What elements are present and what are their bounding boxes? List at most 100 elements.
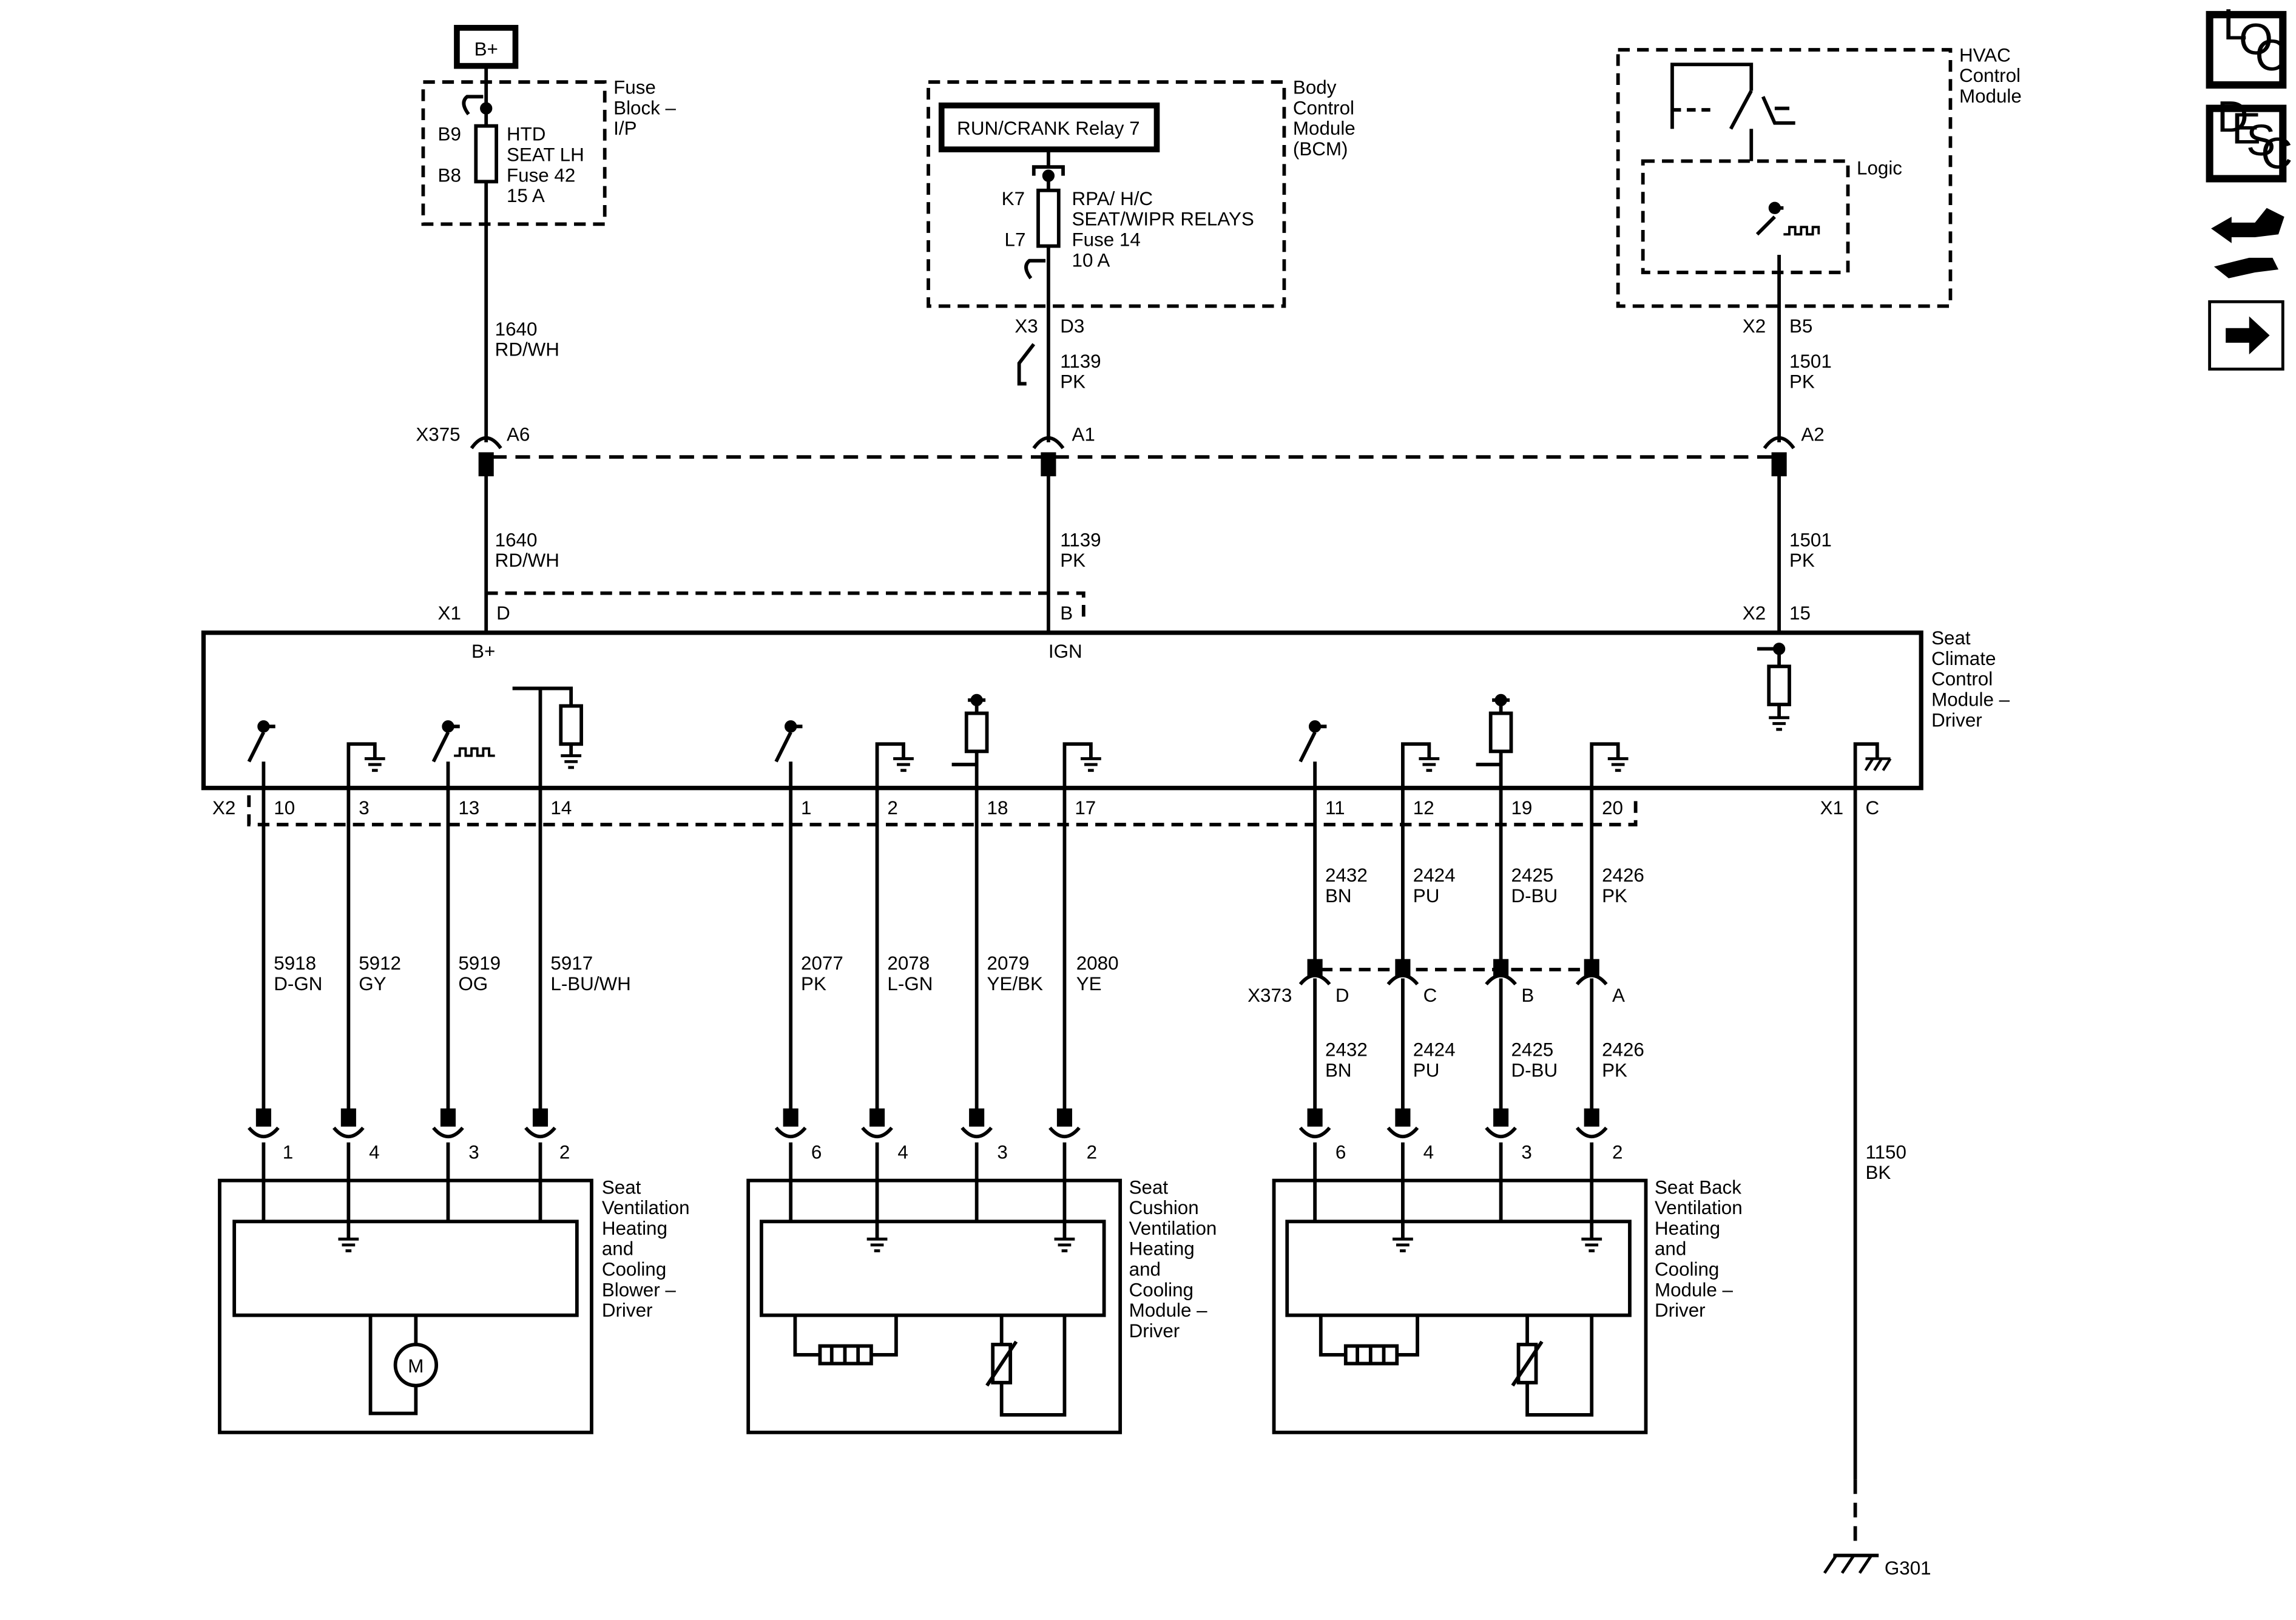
wire-2077-color: PK xyxy=(801,973,826,994)
pin-10-label: 10 xyxy=(274,797,295,818)
location-button[interactable]: L O C xyxy=(2206,0,2287,89)
seat-module-x2-pin-15: 15 xyxy=(1789,602,1811,624)
pin-12-label: 12 xyxy=(1413,797,1434,818)
seat-module-x2-label: X2 xyxy=(1743,602,1766,624)
bcm-name-4: (BCM) xyxy=(1293,138,1348,160)
wire-1640-color-upper: RD/WH xyxy=(495,339,559,360)
seat-module-x1-pin-d: D xyxy=(496,602,510,624)
x375-label: X375 xyxy=(416,424,460,445)
wire-2080-color: YE xyxy=(1076,973,1102,994)
diagnostic-icon xyxy=(2211,208,2284,278)
fuse-14-icon xyxy=(1036,188,1061,248)
pin-20-label: 20 xyxy=(1602,797,1623,818)
wire-2425-color-upper: D-BU xyxy=(1511,885,1558,906)
wire-2426-circuit-lower: 2426 xyxy=(1602,1039,1644,1060)
seat-climate-control-module-box xyxy=(201,630,1923,791)
hvac-name-2: Control xyxy=(1959,65,2021,86)
pin-13-label: 13 xyxy=(458,797,479,818)
wire-2078-color: L-GN xyxy=(887,973,933,994)
comp2-pin-2: 2 xyxy=(1087,1141,1097,1163)
x373-pin-d: D xyxy=(1335,985,1349,1006)
wire-2426-color-lower: PK xyxy=(1602,1059,1627,1081)
pin-2-label: 2 xyxy=(887,797,897,818)
pin-11-label: 11 xyxy=(1325,797,1345,818)
wire-2424-color-lower: PU xyxy=(1413,1059,1440,1081)
pin-3-label: 3 xyxy=(359,797,369,818)
wire-2426-circuit-upper: 2426 xyxy=(1602,865,1644,886)
x375-pin-a2: A2 xyxy=(1801,424,1824,445)
hvac-pin-label: B5 xyxy=(1789,316,1812,337)
wire-1139-color-lower: PK xyxy=(1060,550,1086,571)
wire-2424-color-upper: PU xyxy=(1413,885,1440,906)
wire-2079-color: YE/BK xyxy=(987,973,1043,994)
cushion-component-box xyxy=(746,1178,1123,1434)
seat-module-bottom-x1-pin-c: C xyxy=(1866,797,1880,818)
seat-module-name-4: Module – xyxy=(1931,689,2010,710)
bcm-name-3: Module xyxy=(1293,118,1356,139)
wire-1139-color-upper: PK xyxy=(1060,371,1086,393)
comp1-pin-2: 2 xyxy=(559,1141,570,1163)
seat-heat-icon xyxy=(1761,96,1795,125)
wire-2080-circuit: 2080 xyxy=(1076,953,1119,974)
fuse-block-box xyxy=(421,80,607,226)
seat-module-b-plus: B+ xyxy=(471,641,495,662)
wire-2079-circuit: 2079 xyxy=(987,953,1030,974)
location-icon-c: C xyxy=(2255,31,2286,80)
comp3-pin-6: 6 xyxy=(1335,1141,1346,1163)
next-button[interactable] xyxy=(2208,300,2284,371)
comp1-pin-3: 3 xyxy=(468,1141,479,1163)
x373-pin-b: B xyxy=(1521,985,1534,1006)
comp2-pin-3: 3 xyxy=(997,1141,1007,1163)
description-button[interactable]: D E S C xyxy=(2206,92,2293,183)
comp3-pin-2: 2 xyxy=(1612,1141,1622,1163)
wire-2078-circuit: 2078 xyxy=(887,953,930,974)
fuse-block-name-1: Fuse xyxy=(613,76,656,98)
bcm-name-2: Control xyxy=(1293,97,1354,118)
hvac-name-1: HVAC xyxy=(1959,44,2011,66)
next-arrow-icon xyxy=(2226,316,2270,355)
comp1-pin-1: 1 xyxy=(283,1141,293,1163)
fuse-42-line-2: SEAT LH xyxy=(507,144,584,166)
x373-pin-c: C xyxy=(1423,985,1437,1006)
location-icon-l: L xyxy=(2223,0,2247,49)
seat-module-name-3: Control xyxy=(1931,669,1993,690)
wire-2425-color-lower: D-BU xyxy=(1511,1059,1558,1081)
wire-2424-circuit-lower: 2424 xyxy=(1413,1039,1456,1060)
wire-2425-circuit-upper: 2425 xyxy=(1511,865,1553,886)
bcm-pin-top: K7 xyxy=(1002,188,1025,209)
wire-2432-circuit-lower: 2432 xyxy=(1325,1039,1368,1060)
description-icon-e: E xyxy=(2232,104,2261,154)
comp3-pin-4: 4 xyxy=(1423,1141,1434,1163)
pin-19-label: 19 xyxy=(1511,797,1532,818)
seat-module-x1-label: X1 xyxy=(438,602,461,624)
wire-2432-color-upper: BN xyxy=(1325,885,1352,906)
fuse-block-pin-bottom: B8 xyxy=(438,164,461,186)
motor-label: M xyxy=(408,1355,424,1377)
diagnostic-button[interactable] xyxy=(2211,208,2284,278)
hvac-name-3: Module xyxy=(1959,86,2022,107)
seat-module-bottom-x2-label: X2 xyxy=(212,797,235,818)
description-icon-c: C xyxy=(2261,129,2292,178)
wire-5919-color: OG xyxy=(458,973,488,994)
comp3-pin-3: 3 xyxy=(1521,1141,1531,1163)
bcm-pin-label: D3 xyxy=(1060,316,1084,337)
wire-1640-circuit-lower: 1640 xyxy=(495,529,538,550)
x373-label: X373 xyxy=(1248,985,1292,1006)
run-crank-relay-label: RUN/CRANK Relay 7 xyxy=(957,118,1140,139)
fuse-42-icon xyxy=(474,124,498,184)
wire-2432-circuit-upper: 2432 xyxy=(1325,865,1368,886)
wire-5912-circuit: 5912 xyxy=(359,953,401,974)
wire-1150-color: BK xyxy=(1866,1162,1891,1183)
wire-1501-circuit-upper: 1501 xyxy=(1789,351,1832,372)
fuse-42-line-4: 15 A xyxy=(507,185,545,206)
x375-pin-a6: A6 xyxy=(507,424,530,445)
b-plus-label: B+ xyxy=(474,39,498,60)
fuse-14-line-3: Fuse 14 xyxy=(1072,229,1141,251)
wire-2425-circuit-lower: 2425 xyxy=(1511,1039,1553,1060)
comp1-pin-4: 4 xyxy=(369,1141,379,1163)
wire-1640-circuit-upper: 1640 xyxy=(495,319,538,340)
wire-2424-circuit-upper: 2424 xyxy=(1413,865,1456,886)
